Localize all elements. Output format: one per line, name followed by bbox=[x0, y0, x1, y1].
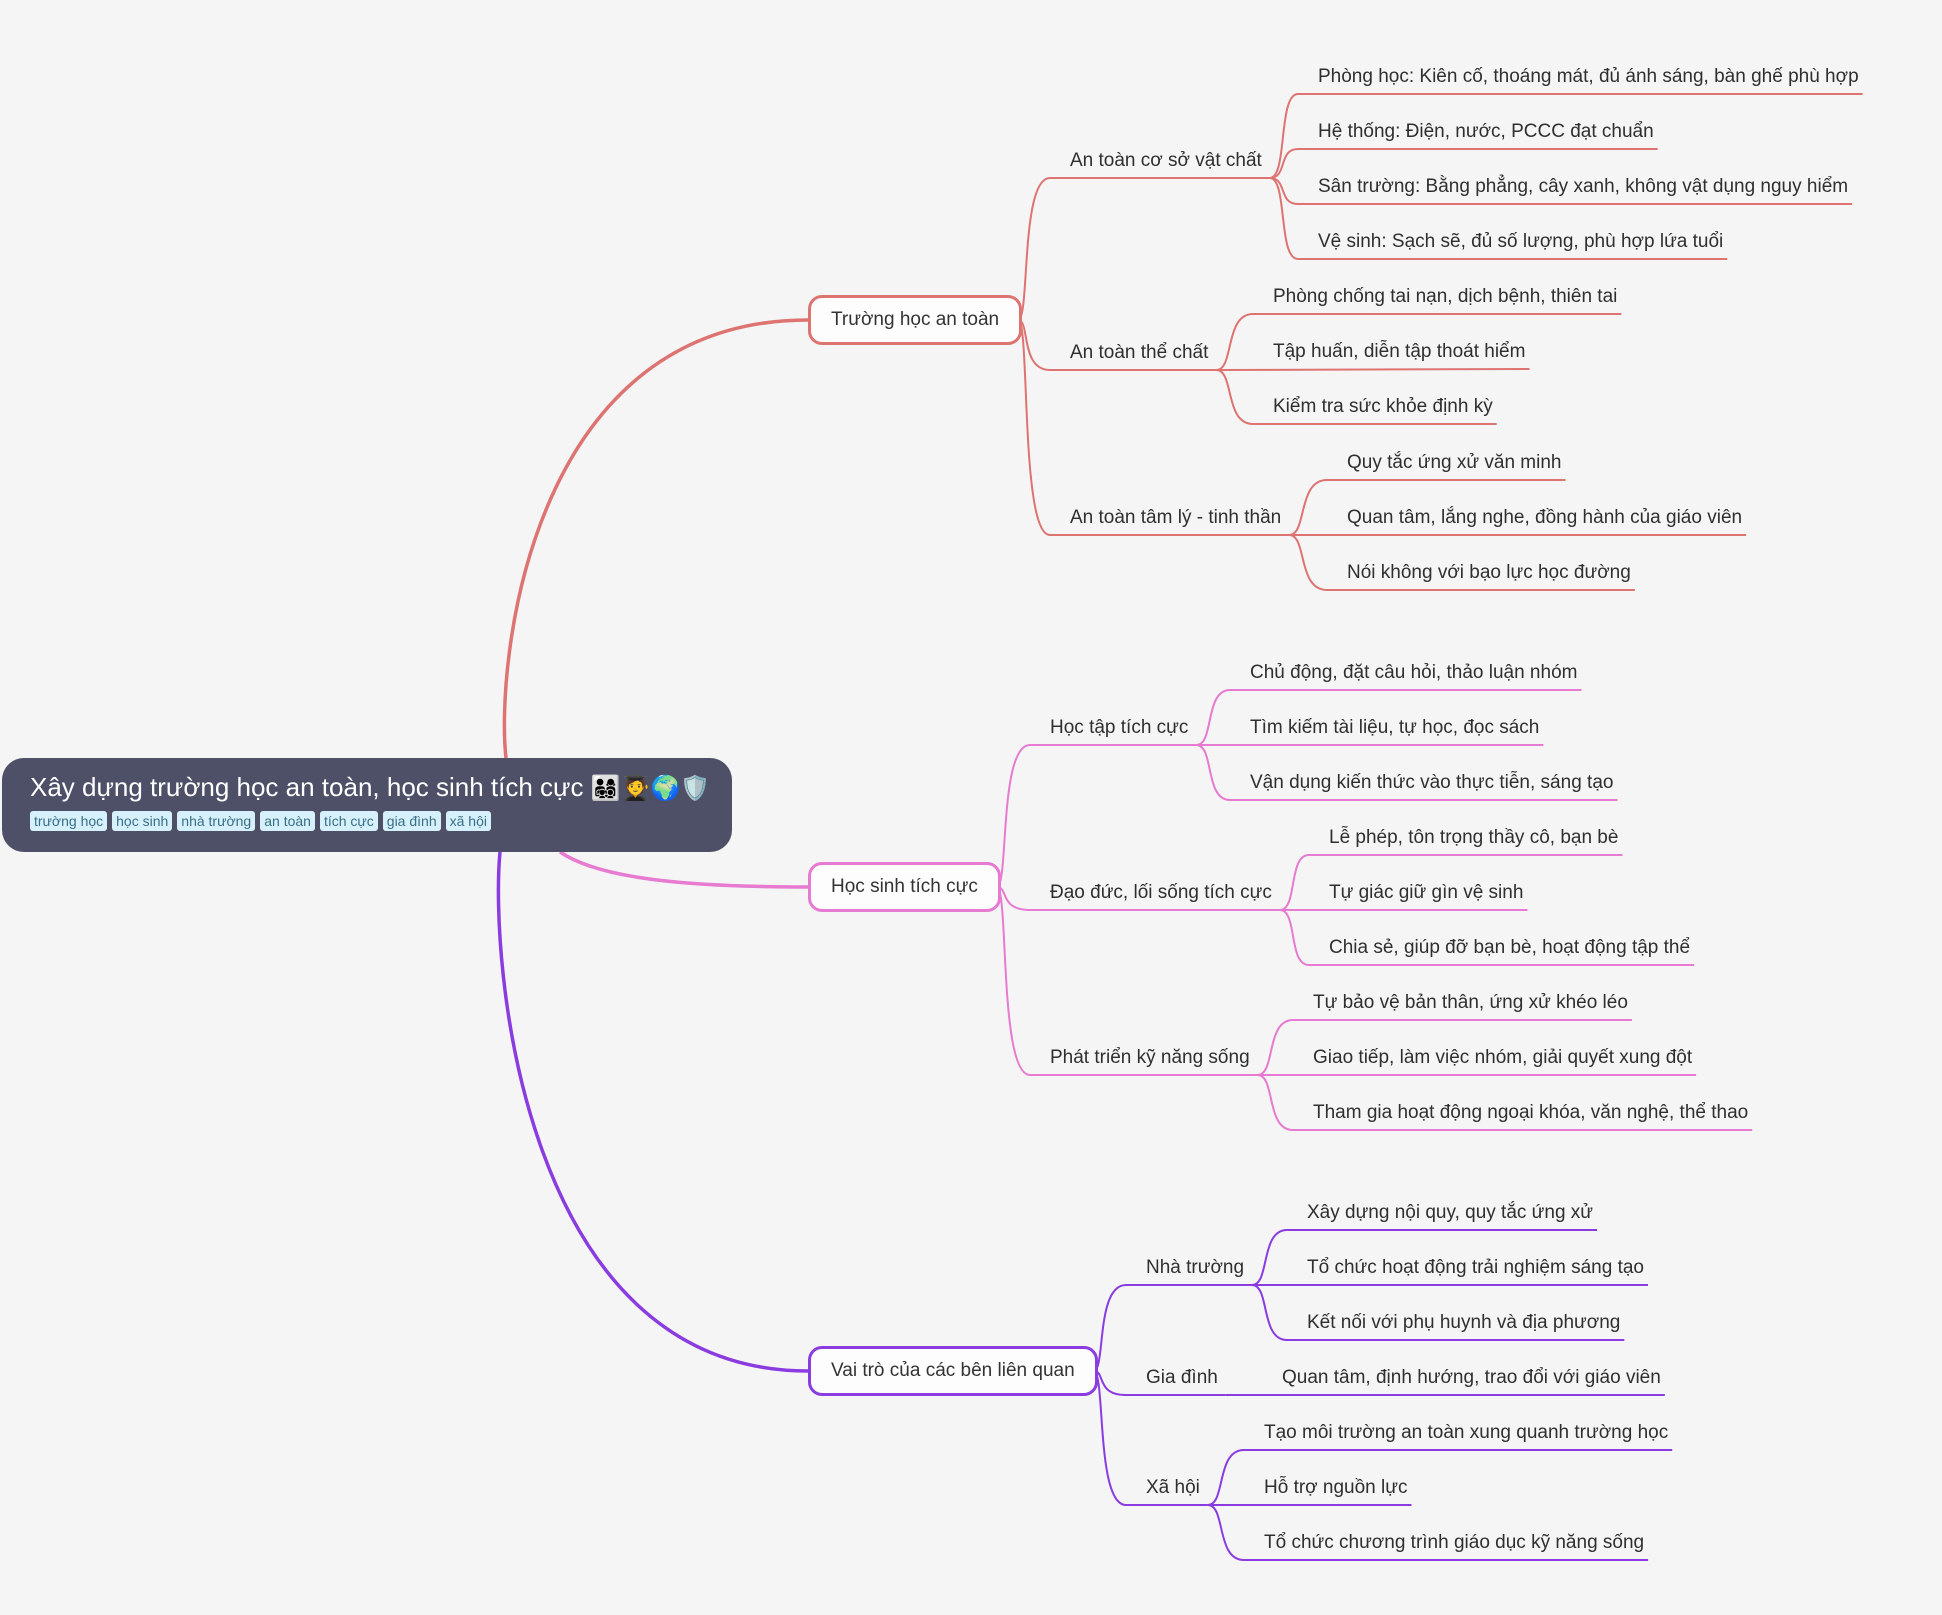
subtopic-an-toan-tam-ly[interactable]: An toàn tâm lý - tinh thần bbox=[1070, 507, 1282, 528]
leaf-connector bbox=[1216, 368, 1530, 371]
sub-connector bbox=[1093, 1284, 1253, 1372]
tag: tích cực bbox=[319, 811, 378, 831]
tag: học sinh bbox=[112, 811, 173, 831]
leaf-topic[interactable]: Chủ động, đặt câu hỏi, thảo luận nhóm bbox=[1250, 662, 1578, 683]
subtopic-nha-truong[interactable]: Nhà trường bbox=[1146, 1257, 1245, 1278]
leaf-topic[interactable]: Phòng chống tai nạn, dịch bệnh, thiên ta… bbox=[1273, 286, 1618, 307]
leaf-topic[interactable]: Vận dụng kiến thức vào thực tiễn, sáng t… bbox=[1250, 772, 1614, 793]
leaf-connector bbox=[1251, 1229, 1598, 1286]
leaf-topic[interactable]: Hệ thống: Điện, nước, PCCC đạt chuẩn bbox=[1318, 121, 1654, 142]
leaf-topic[interactable]: Quan tâm, định hướng, trao đổi với giáo … bbox=[1282, 1367, 1661, 1388]
leaf-topic[interactable]: Kết nối với phụ huynh và địa phương bbox=[1307, 1312, 1621, 1333]
leaf-topic[interactable]: Quan tâm, lắng nghe, đồng hành của giáo … bbox=[1347, 507, 1743, 528]
leaf-connector bbox=[1196, 744, 1618, 801]
leaf-connector bbox=[1257, 1074, 1753, 1131]
branch-truong-hoc-an-toan[interactable]: Trường học an toàn bbox=[808, 295, 1023, 345]
leaf-topic[interactable]: Sân trường: Bằng phẳng, cây xanh, không … bbox=[1318, 176, 1849, 197]
subtopic-ky-nang-song[interactable]: Phát triển kỹ năng sống bbox=[1050, 1047, 1250, 1068]
leaf-topic[interactable]: Tự bảo vệ bản thân, ứng xử khéo léo bbox=[1313, 992, 1628, 1013]
leaf-topic[interactable]: Phòng học: Kiên cố, thoáng mát, đủ ánh s… bbox=[1318, 66, 1859, 87]
leaf-connector bbox=[1251, 1284, 1625, 1341]
leaf-topic[interactable]: Tìm kiếm tài liệu, tự học, đọc sách bbox=[1250, 717, 1540, 738]
leaf-connector bbox=[1279, 854, 1623, 911]
leaf-topic[interactable]: Giao tiếp, làm việc nhóm, giải quyết xun… bbox=[1313, 1047, 1693, 1068]
branch-connector bbox=[502, 318, 809, 759]
leaf-connector bbox=[1216, 313, 1622, 371]
branch-vai-tro-cac-ben[interactable]: Vai trò của các bên liên quan bbox=[808, 1346, 1098, 1396]
subtopic-an-toan-co-so-vat-chat[interactable]: An toàn cơ sở vật chất bbox=[1070, 150, 1262, 171]
tag: nhà trường bbox=[177, 811, 256, 831]
leaf-topic[interactable]: Tổ chức chương trình giáo dục kỹ năng số… bbox=[1264, 1532, 1645, 1553]
tag: xã hội bbox=[445, 811, 491, 831]
leaf-topic[interactable]: Vệ sinh: Sạch sẽ, đủ số lượng, phù hợp l… bbox=[1318, 231, 1724, 252]
leaf-topic[interactable]: Lễ phép, tôn trọng thầy cô, bạn bè bbox=[1329, 827, 1619, 848]
subtopic-dao-duc-loi-song[interactable]: Đạo đức, lối sống tích cực bbox=[1050, 882, 1272, 903]
subtopic-an-toan-the-chat[interactable]: An toàn thể chất bbox=[1070, 342, 1209, 363]
leaf-topic[interactable]: Tự giác giữ gìn vệ sinh bbox=[1329, 882, 1524, 903]
root-emoji-icons: 👨‍👩‍👧‍👦🧑‍🎓🌍🛡️ bbox=[590, 774, 711, 802]
leaf-connector bbox=[1207, 1504, 1649, 1561]
tag: gia đình bbox=[382, 811, 441, 831]
root-title: Xây dựng trường học an toàn, học sinh tí… bbox=[30, 772, 584, 802]
leaf-connector bbox=[1288, 479, 1566, 536]
leaf-connector bbox=[1257, 1019, 1632, 1076]
leaf-connector bbox=[1269, 177, 1853, 205]
leaf-topic[interactable]: Tạo môi trường an toàn xung quanh trường… bbox=[1264, 1422, 1669, 1443]
leaf-connector bbox=[1196, 689, 1582, 746]
leaf-connector bbox=[1288, 534, 1635, 591]
leaf-topic[interactable]: Tham gia hoạt động ngoại khóa, văn nghệ,… bbox=[1313, 1102, 1749, 1123]
subtopic-gia-dinh[interactable]: Gia đình bbox=[1146, 1367, 1218, 1388]
leaf-topic[interactable]: Tập huấn, diễn tập thoát hiểm bbox=[1273, 341, 1526, 362]
leaf-connector bbox=[1269, 177, 1728, 260]
leaf-connector bbox=[1269, 93, 1863, 179]
subtopic-xa-hoi[interactable]: Xã hội bbox=[1146, 1477, 1200, 1498]
leaf-topic[interactable]: Kiểm tra sức khỏe định kỳ bbox=[1273, 396, 1493, 417]
leaf-topic[interactable]: Xây dựng nội quy, quy tắc ứng xử bbox=[1307, 1202, 1594, 1223]
subtopic-hoc-tap-tich-cuc[interactable]: Học tập tích cực bbox=[1050, 717, 1189, 738]
leaf-topic[interactable]: Nói không với bạo lực học đường bbox=[1347, 562, 1631, 583]
leaf-topic[interactable]: Chia sẻ, giúp đỡ bạn bè, hoạt động tập t… bbox=[1329, 937, 1691, 958]
root-title-row: Xây dựng trường học an toàn, học sinh tí… bbox=[30, 770, 732, 805]
sub-connector bbox=[1017, 177, 1270, 321]
sub-connector bbox=[995, 744, 1197, 888]
leaf-connector bbox=[1207, 1449, 1673, 1506]
leaf-connector bbox=[1279, 909, 1695, 966]
leaf-topic[interactable]: Quy tắc ứng xử văn minh bbox=[1347, 452, 1562, 473]
leaf-connector bbox=[1269, 148, 1658, 179]
leaf-topic[interactable]: Hỗ trợ nguồn lực bbox=[1264, 1477, 1408, 1498]
branch-connector bbox=[559, 850, 809, 889]
tag: an toàn bbox=[260, 811, 315, 831]
leaf-connector bbox=[1216, 369, 1497, 425]
branch-connector bbox=[496, 851, 809, 1373]
root-topic[interactable]: Xây dựng trường học an toàn, học sinh tí… bbox=[2, 758, 732, 852]
branch-hoc-sinh-tich-cuc[interactable]: Học sinh tích cực bbox=[808, 862, 1001, 912]
leaf-topic[interactable]: Tổ chức hoạt động trải nghiệm sáng tạo bbox=[1307, 1257, 1644, 1278]
tag: trường học bbox=[30, 811, 108, 831]
